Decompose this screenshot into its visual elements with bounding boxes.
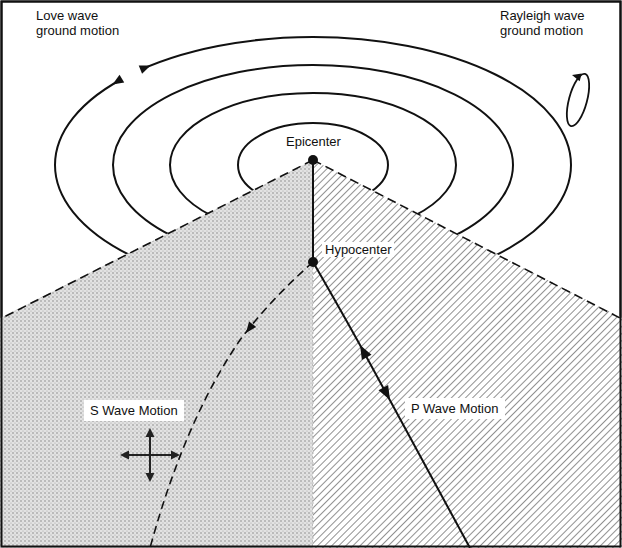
s-wave-cross (120, 428, 180, 482)
love-wave-arrows (110, 61, 152, 88)
wave-label-box: S Wave Motion (84, 400, 184, 421)
point-label: Hypocenter (322, 242, 394, 257)
section-edges (2, 160, 620, 318)
box-text: P Wave Motion (411, 401, 499, 416)
wave-label-box: P Wave Motion (405, 398, 505, 419)
hypocenter-dot (308, 257, 318, 267)
crust-section-left (0, 160, 313, 548)
wave-label: Rayleigh wave ground motion (500, 8, 610, 38)
section-divide (313, 262, 314, 546)
epicenter-dot (308, 155, 318, 165)
wave-label: Love wave ground motion (36, 8, 136, 38)
rayleigh-motion (562, 71, 593, 128)
focus-line (312, 160, 314, 262)
box-text: S Wave Motion (90, 403, 178, 418)
point-label: Epicenter (283, 134, 344, 149)
crust-section-right (313, 160, 622, 548)
